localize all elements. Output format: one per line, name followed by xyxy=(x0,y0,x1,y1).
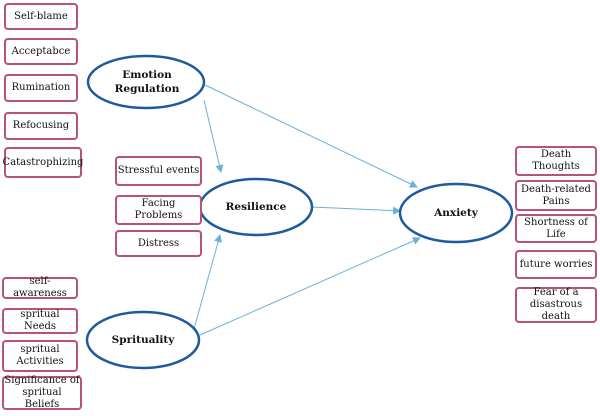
arrow-emotion-to-anxiety xyxy=(204,84,418,188)
emotion-regulation-ellipse xyxy=(86,54,206,110)
indicator-refocusing: Refocusing xyxy=(4,112,78,140)
indicator-stressful-events: Stressful events xyxy=(115,156,202,186)
spriturality-label: Sprituality xyxy=(111,334,175,346)
indicator-spritual-needs: spritual Needs xyxy=(2,308,78,334)
indicator-rumination: Rumination xyxy=(4,74,78,102)
indicator-shortness-of-life: Shortness of Life xyxy=(515,214,597,243)
indicator-spritual-activities: spritual Activities xyxy=(2,340,78,372)
indicator-future-worries: future worries xyxy=(515,250,597,279)
arrow-spirituality-to-resilience xyxy=(193,234,222,330)
indicator-death-related-pains: Death-related Pains xyxy=(515,180,597,211)
indicator-death-thoughts: Death Thoughts xyxy=(515,146,597,176)
anxiety-label: Anxiety xyxy=(434,207,478,219)
anxiety-ellipse xyxy=(398,182,514,244)
indicator-self-blame: Self-blame xyxy=(4,3,78,30)
arrow-spirituality-to-anxiety xyxy=(199,237,421,336)
emotion-regulation-label: Emotion Regulation xyxy=(114,69,180,95)
indicator-significance-of-beliefs: Significance of spritual Beliefs xyxy=(2,375,82,410)
arrow-emotion-to-resilience xyxy=(203,99,224,173)
indicator-acceptance: Acceptabce xyxy=(4,38,78,65)
arrow-resilience-to-anxiety xyxy=(311,206,401,215)
indicator-distress: Distress xyxy=(115,230,202,257)
indicator-catastrophizing: Catastrophizing xyxy=(3,147,83,178)
indicator-fear-of-disastrous-death: Fear of a disastrous death xyxy=(515,287,597,323)
indicator-facing-problems: Facing Problems xyxy=(115,195,202,225)
indicator-self-awareness: self-awareness xyxy=(2,276,78,299)
resilience-label: Resilience xyxy=(225,201,287,213)
spirituality-ellipse xyxy=(85,310,201,370)
